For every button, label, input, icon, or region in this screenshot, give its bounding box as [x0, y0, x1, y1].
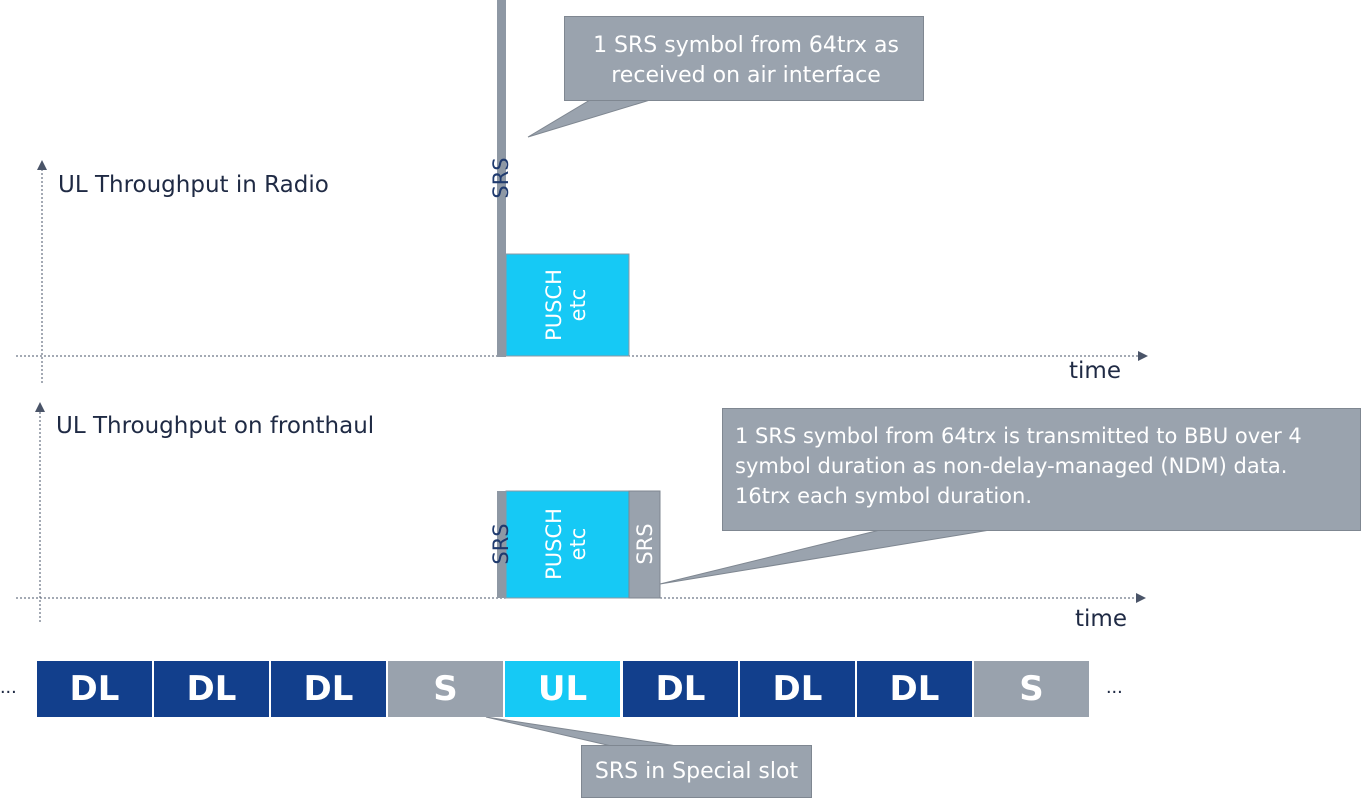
slot-callout-pointer [485, 716, 691, 749]
slot-callout: SRS in Special slot [581, 745, 812, 798]
radio-y-label: UL Throughput in Radio [58, 172, 329, 198]
radio-callout-text: 1 SRS symbol from 64trx as received on a… [593, 33, 899, 88]
radio-callout-pointer [527, 99, 651, 138]
fronthaul-pusch-label: PUSCH etc [542, 508, 590, 580]
slot-ul: UL [505, 661, 620, 717]
fronthaul-srs-left-bar [497, 491, 506, 598]
fronthaul-callout-line3: 16trx each symbol duration. [735, 484, 1033, 508]
fronthaul-callout-line2: symbol duration as non-delay-managed (ND… [735, 454, 1288, 478]
slot-dl-5: DL [740, 661, 855, 717]
fronthaul-pusch-label-line1: PUSCH [542, 508, 566, 580]
radio-srs-label: SRS [489, 157, 513, 199]
trailing-ellipsis: ... [1106, 676, 1123, 698]
radio-pusch-bar [505, 253, 630, 357]
fronthaul-callout-pointer [659, 529, 991, 585]
leading-ellipsis: ... [0, 676, 17, 698]
radio-x-label: time [1069, 358, 1121, 384]
slot-dl-1: DL [37, 661, 152, 717]
slot-dl-2: DL [154, 661, 269, 717]
radio-pusch-label-line1: PUSCH [542, 269, 566, 341]
radio-pusch-label: PUSCH etc [542, 269, 590, 341]
fronthaul-srs-right-bar [628, 490, 661, 599]
fronthaul-srs-left-label: SRS [489, 523, 513, 565]
slot-special-1: S [388, 661, 503, 717]
fronthaul-x-label: time [1075, 606, 1127, 632]
fronthaul-y-label: UL Throughput on fronthaul [56, 413, 375, 439]
fronthaul-callout: 1 SRS symbol from 64trx is transmitted t… [722, 408, 1361, 531]
slot-dl-3: DL [271, 661, 386, 717]
fronthaul-pusch-label-line2: etc [566, 527, 590, 561]
fronthaul-srs-right-label: SRS [633, 523, 657, 565]
slot-dl-4: DL [623, 661, 738, 717]
fronthaul-callout-line1: 1 SRS symbol from 64trx is transmitted t… [735, 424, 1302, 448]
radio-pusch-label-line2: etc [566, 288, 590, 322]
radio-callout: 1 SRS symbol from 64trx as received on a… [564, 16, 924, 101]
slot-callout-text: SRS in Special slot [594, 759, 799, 784]
slot-special-2: S [974, 661, 1089, 717]
radio-srs-bar [497, 0, 506, 357]
slot-dl-6: DL [857, 661, 972, 717]
fronthaul-pusch-bar [505, 490, 630, 599]
